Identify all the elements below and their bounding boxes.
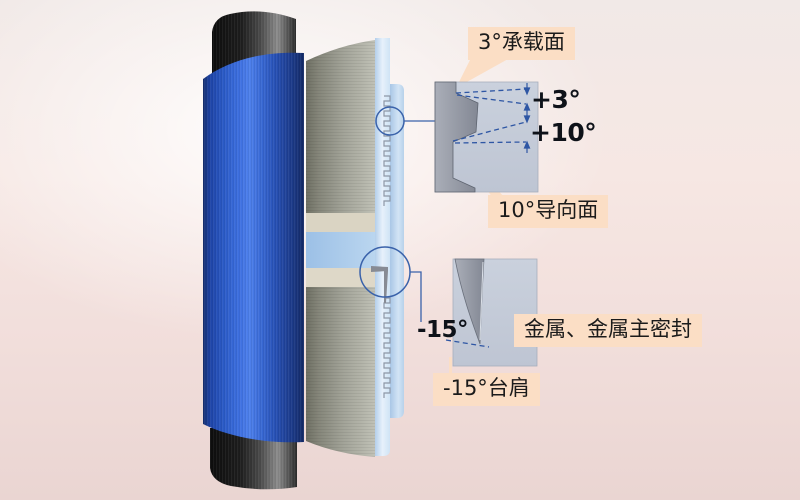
- callout-bearing-face: 3°承载面: [468, 27, 575, 60]
- seal-contact-line: [479, 261, 484, 341]
- dimension-guide-flank-angle: +10°: [530, 118, 597, 147]
- pointer-bearing-face: [456, 58, 510, 88]
- connector-line-seal: [410, 271, 422, 322]
- pipe-bottom: [210, 428, 297, 490]
- box-wall-section: [390, 84, 404, 418]
- seal-profile-detail: [445, 258, 538, 367]
- thread-profile-detail: [434, 81, 539, 193]
- shoulder-band-upper: [306, 213, 375, 232]
- angle-dashed-lines: [452, 88, 527, 144]
- dimension-shoulder-angle: -15°: [417, 317, 469, 343]
- callout-guide-face: 10°导向面: [488, 195, 609, 228]
- coupling-cylinder: [203, 52, 304, 443]
- dimension-load-flank-angle: +3°: [531, 85, 581, 114]
- seal-shoulder-wedge: [371, 266, 388, 303]
- shoulder-band-lower: [306, 268, 375, 287]
- thread-zigzag-upper: [383, 95, 391, 206]
- thread-zigzag-lower: [383, 297, 391, 398]
- shoulder-dashed-line: [445, 339, 490, 348]
- thread-profile-tooth: [434, 81, 479, 193]
- pipe-wall-section: [306, 40, 375, 457]
- callout-metal-seal: 金属、金属主密封: [514, 314, 702, 347]
- pointer-shoulder: [449, 357, 452, 375]
- angle-arrows: [523, 83, 531, 153]
- callout-shoulder: -15°台肩: [433, 373, 540, 406]
